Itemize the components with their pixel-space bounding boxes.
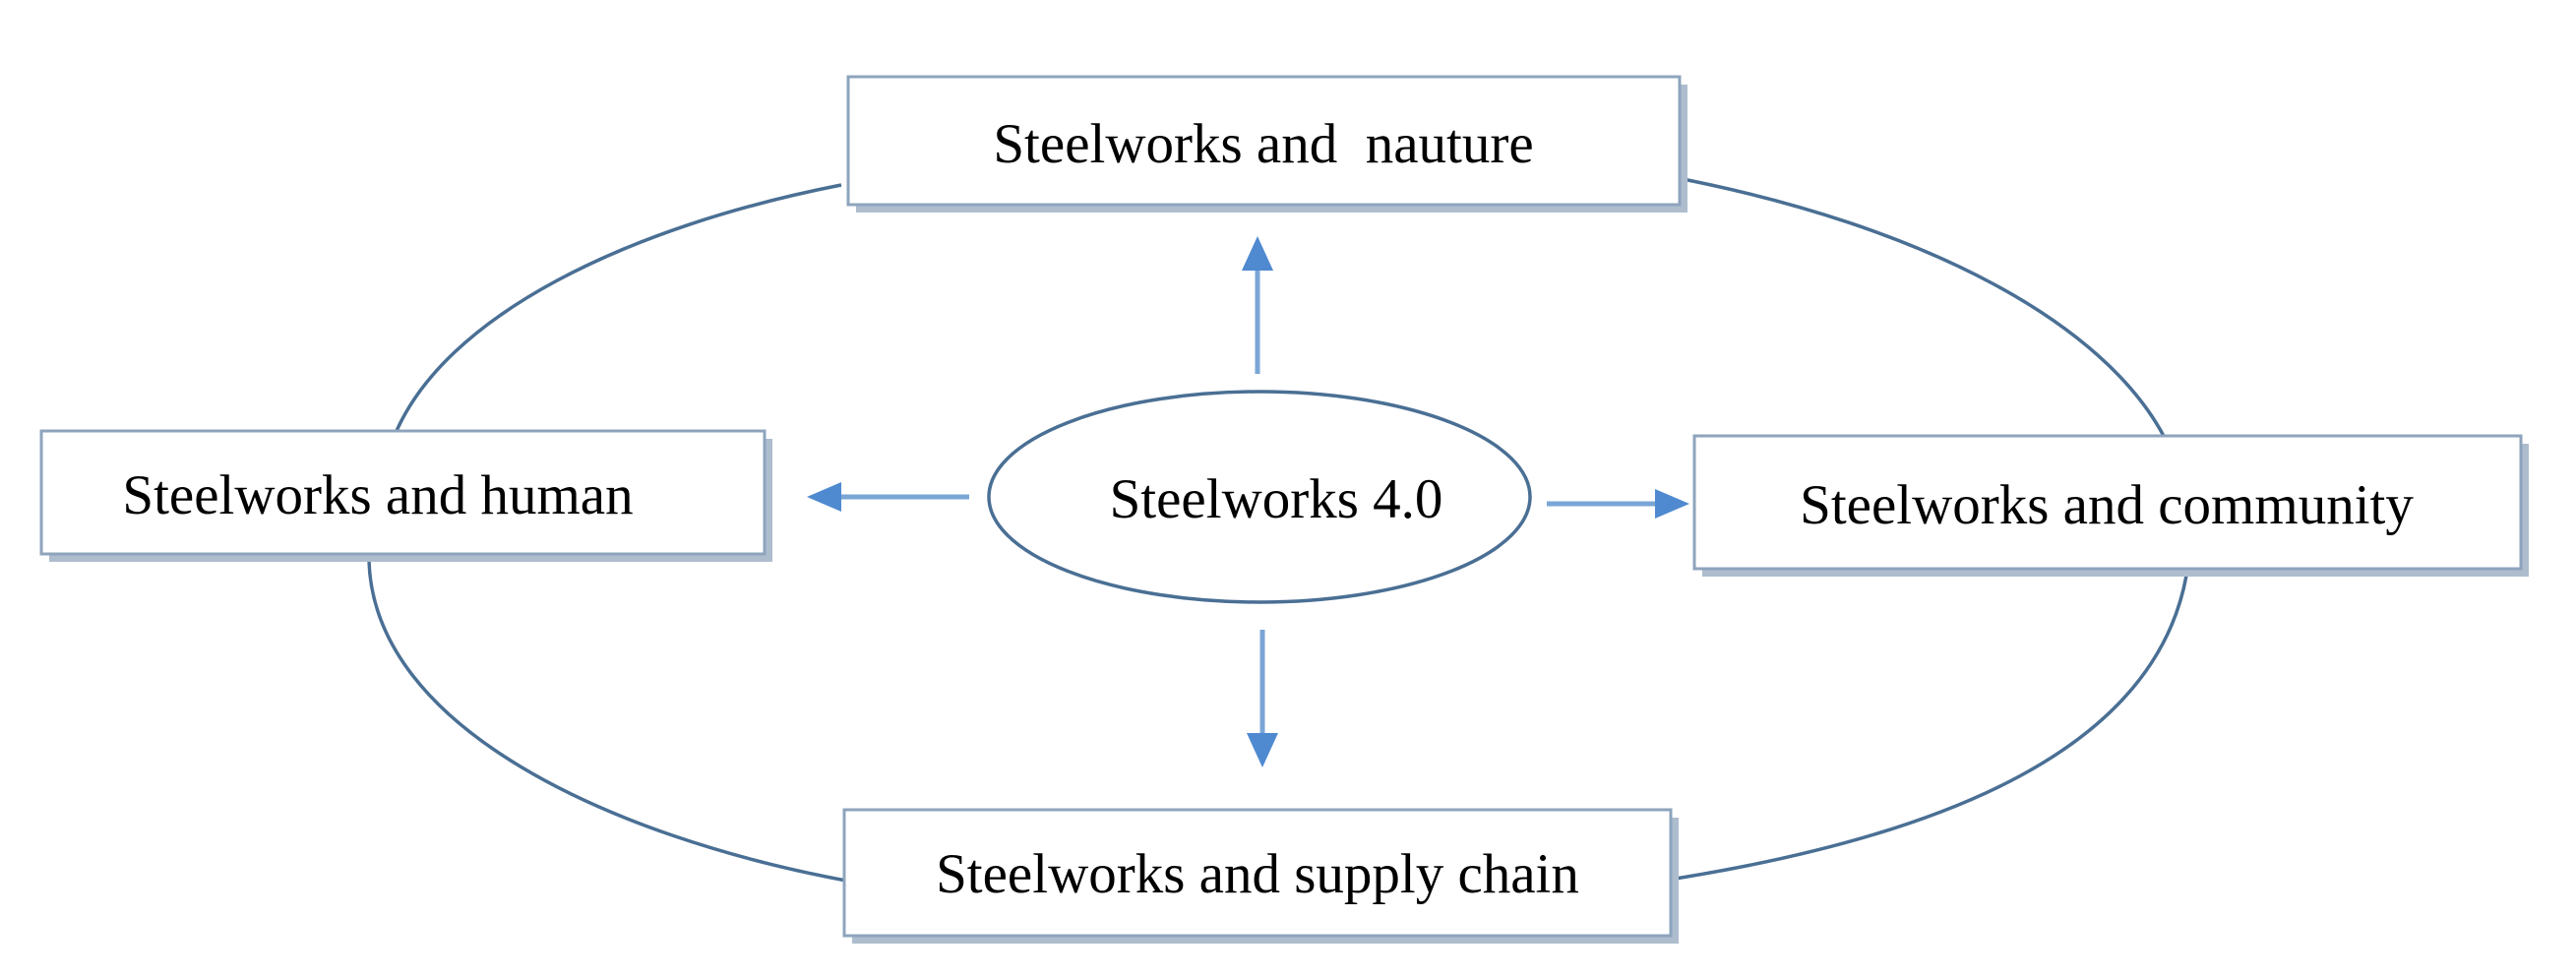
arrow-right bbox=[1547, 489, 1689, 519]
node-label-supply-chain: Steelworks and supply chain bbox=[936, 843, 1579, 905]
node-steelworks-and-nature: Steelworks and nauture bbox=[846, 75, 1687, 213]
node-label-human: Steelworks and human bbox=[122, 464, 633, 526]
center-node-label: Steelworks 4.0 bbox=[1110, 468, 1443, 530]
node-steelworks-and-supply-chain: Steelworks and supply chain bbox=[842, 808, 1679, 944]
connecting-ring bbox=[367, 175, 2188, 883]
node-steelworks-and-community: Steelworks and community bbox=[1692, 434, 2529, 577]
center-node-steelworks-4-0: Steelworks 4.0 bbox=[987, 390, 1532, 604]
node-label-nature: Steelworks and nauture bbox=[993, 113, 1533, 175]
node-steelworks-and-human: Steelworks and human bbox=[39, 429, 772, 562]
arrow-left bbox=[807, 482, 969, 512]
arrow-down bbox=[1247, 630, 1278, 767]
node-label-community: Steelworks and community bbox=[1800, 474, 2414, 536]
arrow-up bbox=[1242, 236, 1273, 374]
